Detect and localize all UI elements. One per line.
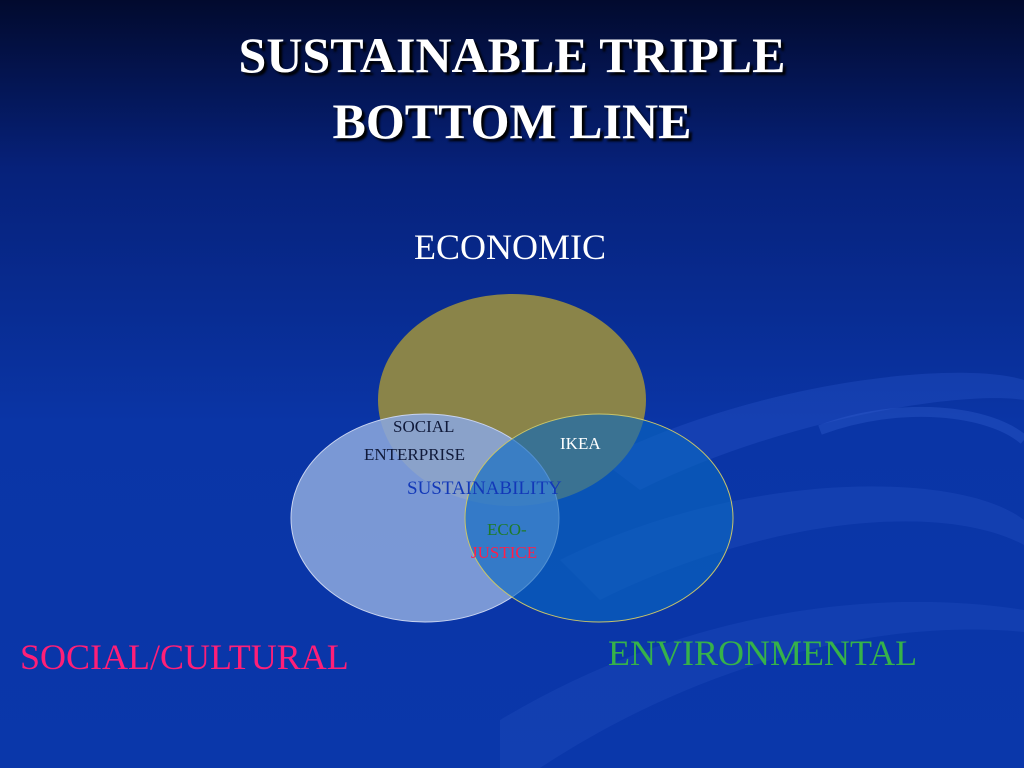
social-enterprise-line-2: ENTERPRISE (364, 445, 466, 464)
social-cultural-label: SOCIAL/CULTURAL (20, 637, 349, 677)
sustainability-label: SUSTAINABILITY (407, 478, 562, 499)
environmental-label: ENVIRONMENTAL (608, 633, 918, 673)
eco-justice-line-1: ECO- (487, 520, 527, 539)
slide-title: SUSTAINABLE TRIPLE BOTTOM LINE (0, 22, 1024, 154)
title-line-1: SUSTAINABLE TRIPLE (238, 27, 786, 83)
economic-label: ECONOMIC (414, 227, 607, 267)
title-line-2: BOTTOM LINE (332, 93, 692, 149)
environmental-circle (464, 413, 734, 623)
ikea-label: IKEA (560, 434, 601, 453)
eco-justice-line-2: JUSTICE (471, 543, 538, 562)
social-enterprise-line-1: SOCIAL (393, 417, 455, 436)
